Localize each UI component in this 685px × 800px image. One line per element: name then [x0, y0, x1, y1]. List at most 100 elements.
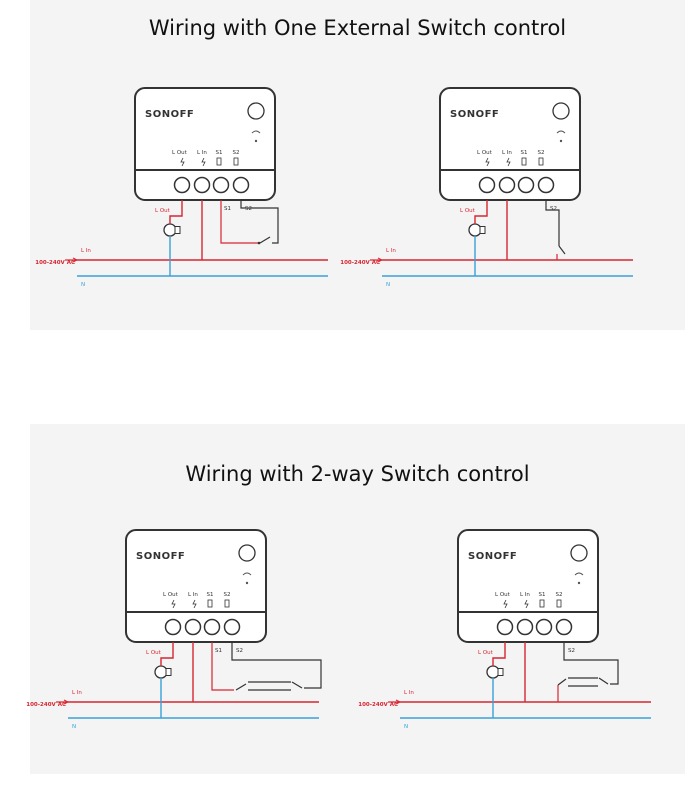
brand-logo: SONOFF [145, 109, 194, 120]
light-bulb-icon [154, 665, 172, 679]
wifi-icon [556, 130, 566, 134]
switch-icon [521, 157, 527, 166]
switch-icon [224, 599, 230, 608]
pairing-button [247, 102, 265, 120]
s1-wire [211, 642, 234, 691]
screw-terminal [535, 618, 553, 636]
led-icon [559, 139, 563, 143]
brand-logo: SONOFF [450, 109, 499, 120]
neutral-label: N [72, 724, 76, 730]
screw-terminal [184, 618, 202, 636]
screw-terminal [164, 618, 182, 636]
switch-lever [558, 245, 566, 255]
switch-contact [257, 241, 261, 245]
screw-terminal [212, 176, 230, 194]
lightning-icon [524, 599, 529, 609]
neutral-label: N [404, 724, 408, 730]
supply-label: 100-240V AC [35, 260, 75, 266]
lightning-icon [485, 157, 490, 167]
s1-label: S1 [215, 648, 222, 654]
terminal-label-l-out: L Out [163, 592, 179, 598]
terminal-label-l-in: L In [188, 592, 198, 598]
led-icon [254, 139, 258, 143]
terminal-label-l-out: L Out [172, 150, 188, 156]
screw-terminal [517, 176, 535, 194]
device-body [457, 529, 599, 643]
screw-terminal [232, 176, 250, 194]
terminal-label-s2: S2 [233, 150, 240, 156]
lightning-icon [201, 157, 206, 167]
screw-terminal [498, 176, 516, 194]
lightning-icon [180, 157, 185, 167]
switch-lever [598, 677, 609, 685]
screw-terminal [516, 618, 534, 636]
s2-wire [563, 642, 619, 685]
sonoff-device [134, 87, 276, 201]
s2-label: S2 [550, 206, 557, 212]
screw-terminal [537, 176, 555, 194]
device-body [125, 529, 267, 643]
l-in-label: L In [81, 248, 91, 254]
light-bulb-icon [468, 223, 486, 237]
terminal-label-s2: S2 [224, 592, 231, 598]
switch-icon [216, 157, 222, 166]
screw-terminal [193, 176, 211, 194]
switch-icon [556, 599, 562, 608]
l-out-wire [160, 642, 174, 666]
wifi-icon [574, 572, 584, 576]
wifi-icon [242, 572, 252, 576]
screw-terminal [203, 618, 221, 636]
switch-icon [538, 157, 544, 166]
l-out-label: L Out [146, 650, 162, 656]
l-out-wire [169, 200, 183, 224]
terminal-label-s1: S1 [207, 592, 214, 598]
terminal-label-s2: S2 [556, 592, 563, 598]
terminal-label-s2: S2 [538, 150, 545, 156]
s2-label: S2 [236, 648, 243, 654]
device-body [439, 87, 581, 201]
l-in-label: L In [72, 690, 82, 696]
l-out-label: L Out [155, 208, 171, 214]
terminal-label-l-in: L In [502, 150, 512, 156]
s1-label: S1 [224, 206, 231, 212]
brand-logo: SONOFF [468, 551, 517, 562]
sonoff-device [439, 87, 581, 201]
l-in-label: L In [404, 690, 414, 696]
screw-terminal [223, 618, 241, 636]
screw-terminal [496, 618, 514, 636]
switch-lever [291, 681, 303, 689]
wifi-icon [251, 130, 261, 134]
lightning-icon [192, 599, 197, 609]
terminal-label-l-out: L Out [477, 150, 493, 156]
led-icon [245, 581, 249, 585]
pairing-button [570, 544, 588, 562]
sonoff-device [125, 529, 267, 643]
sonoff-device [457, 529, 599, 643]
lightning-icon [503, 599, 508, 609]
s2-wire [240, 200, 279, 244]
section-title: Wiring with One External Switch control [148, 16, 567, 40]
terminal-label-l-in: L In [520, 592, 530, 598]
switch-lever [235, 683, 247, 691]
led-icon [577, 581, 581, 585]
l-in-label: L In [386, 248, 396, 254]
screw-terminal [478, 176, 496, 194]
section-title: Wiring with 2-way Switch control [185, 462, 530, 486]
switch-icon [207, 599, 213, 608]
screw-terminal [555, 618, 573, 636]
switch-lever [259, 236, 271, 244]
switch-icon [233, 157, 239, 166]
lightning-icon [171, 599, 176, 609]
s1-wire [220, 200, 258, 244]
s2-wire [545, 200, 560, 246]
light-bulb-icon [486, 665, 504, 679]
supply-label: 100-240V AC [358, 702, 398, 708]
l-out-label: L Out [478, 650, 494, 656]
terminal-label-s1: S1 [521, 150, 528, 156]
terminal-label-l-in: L In [197, 150, 207, 156]
l-out-wire [492, 642, 506, 666]
terminal-label-l-out: L Out [495, 592, 511, 598]
switch-icon [539, 599, 545, 608]
device-body [134, 87, 276, 201]
